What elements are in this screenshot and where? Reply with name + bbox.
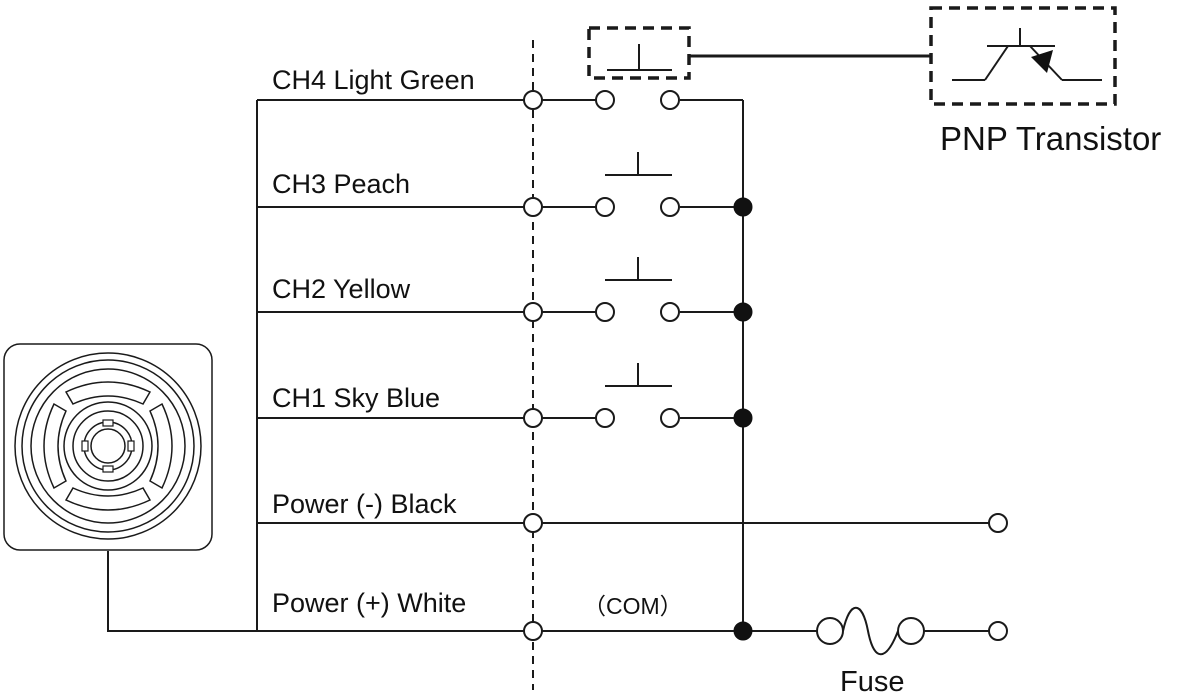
connector-terminal — [523, 408, 543, 428]
channel-label: CH2 Yellow — [272, 274, 411, 304]
power-negative-terminal — [988, 513, 1008, 533]
switch-contact — [595, 302, 615, 322]
channel-label: CH3 Peach — [272, 169, 410, 199]
com-label: （COM） — [583, 593, 683, 619]
connector-terminal — [523, 513, 543, 533]
junction-dot — [733, 408, 753, 428]
switch-contact — [660, 90, 680, 110]
pushbutton-switch-icon — [605, 257, 672, 281]
speaker-icon — [3, 343, 213, 551]
connector-terminal — [523, 302, 543, 322]
switch-contact — [595, 90, 615, 110]
power-positive-terminal — [988, 621, 1008, 641]
ch4-switch-box — [587, 26, 691, 80]
pnp-transistor-icon — [929, 6, 1117, 106]
switch-contact — [595, 197, 615, 217]
channel-row-ch2: CH2 Yellow — [257, 257, 753, 322]
fuse-icon — [816, 607, 925, 655]
junction-dot — [733, 621, 753, 641]
transistor-label: PNP Transistor — [940, 120, 1161, 157]
junction-dot — [733, 302, 753, 322]
pushbutton-switch-icon — [605, 363, 672, 387]
connector-terminal — [523, 197, 543, 217]
power-positive-row: Power (+) White （COM） Fuse — [257, 588, 1008, 697]
switch-contact — [660, 302, 680, 322]
unit-cable — [107, 551, 257, 632]
power-negative-row: Power (-) Black — [257, 489, 1008, 533]
pushbutton-switch-icon — [605, 152, 672, 176]
connector-terminal — [523, 621, 543, 641]
power-negative-label: Power (-) Black — [272, 489, 457, 519]
junction-dot — [733, 197, 753, 217]
switch-contact — [660, 197, 680, 217]
switch-contact — [660, 408, 680, 428]
switch-contact — [595, 408, 615, 428]
channel-row-ch4: CH4 Light Green — [257, 65, 743, 110]
fuse-label: Fuse — [840, 666, 904, 697]
channel-row-ch1: CH1 Sky Blue — [257, 363, 753, 428]
power-positive-label: Power (+) White — [272, 588, 466, 618]
channel-label: CH4 Light Green — [272, 65, 475, 95]
channel-row-ch3: CH3 Peach — [257, 152, 753, 217]
connector-terminal — [523, 90, 543, 110]
channel-label: CH1 Sky Blue — [272, 383, 440, 413]
